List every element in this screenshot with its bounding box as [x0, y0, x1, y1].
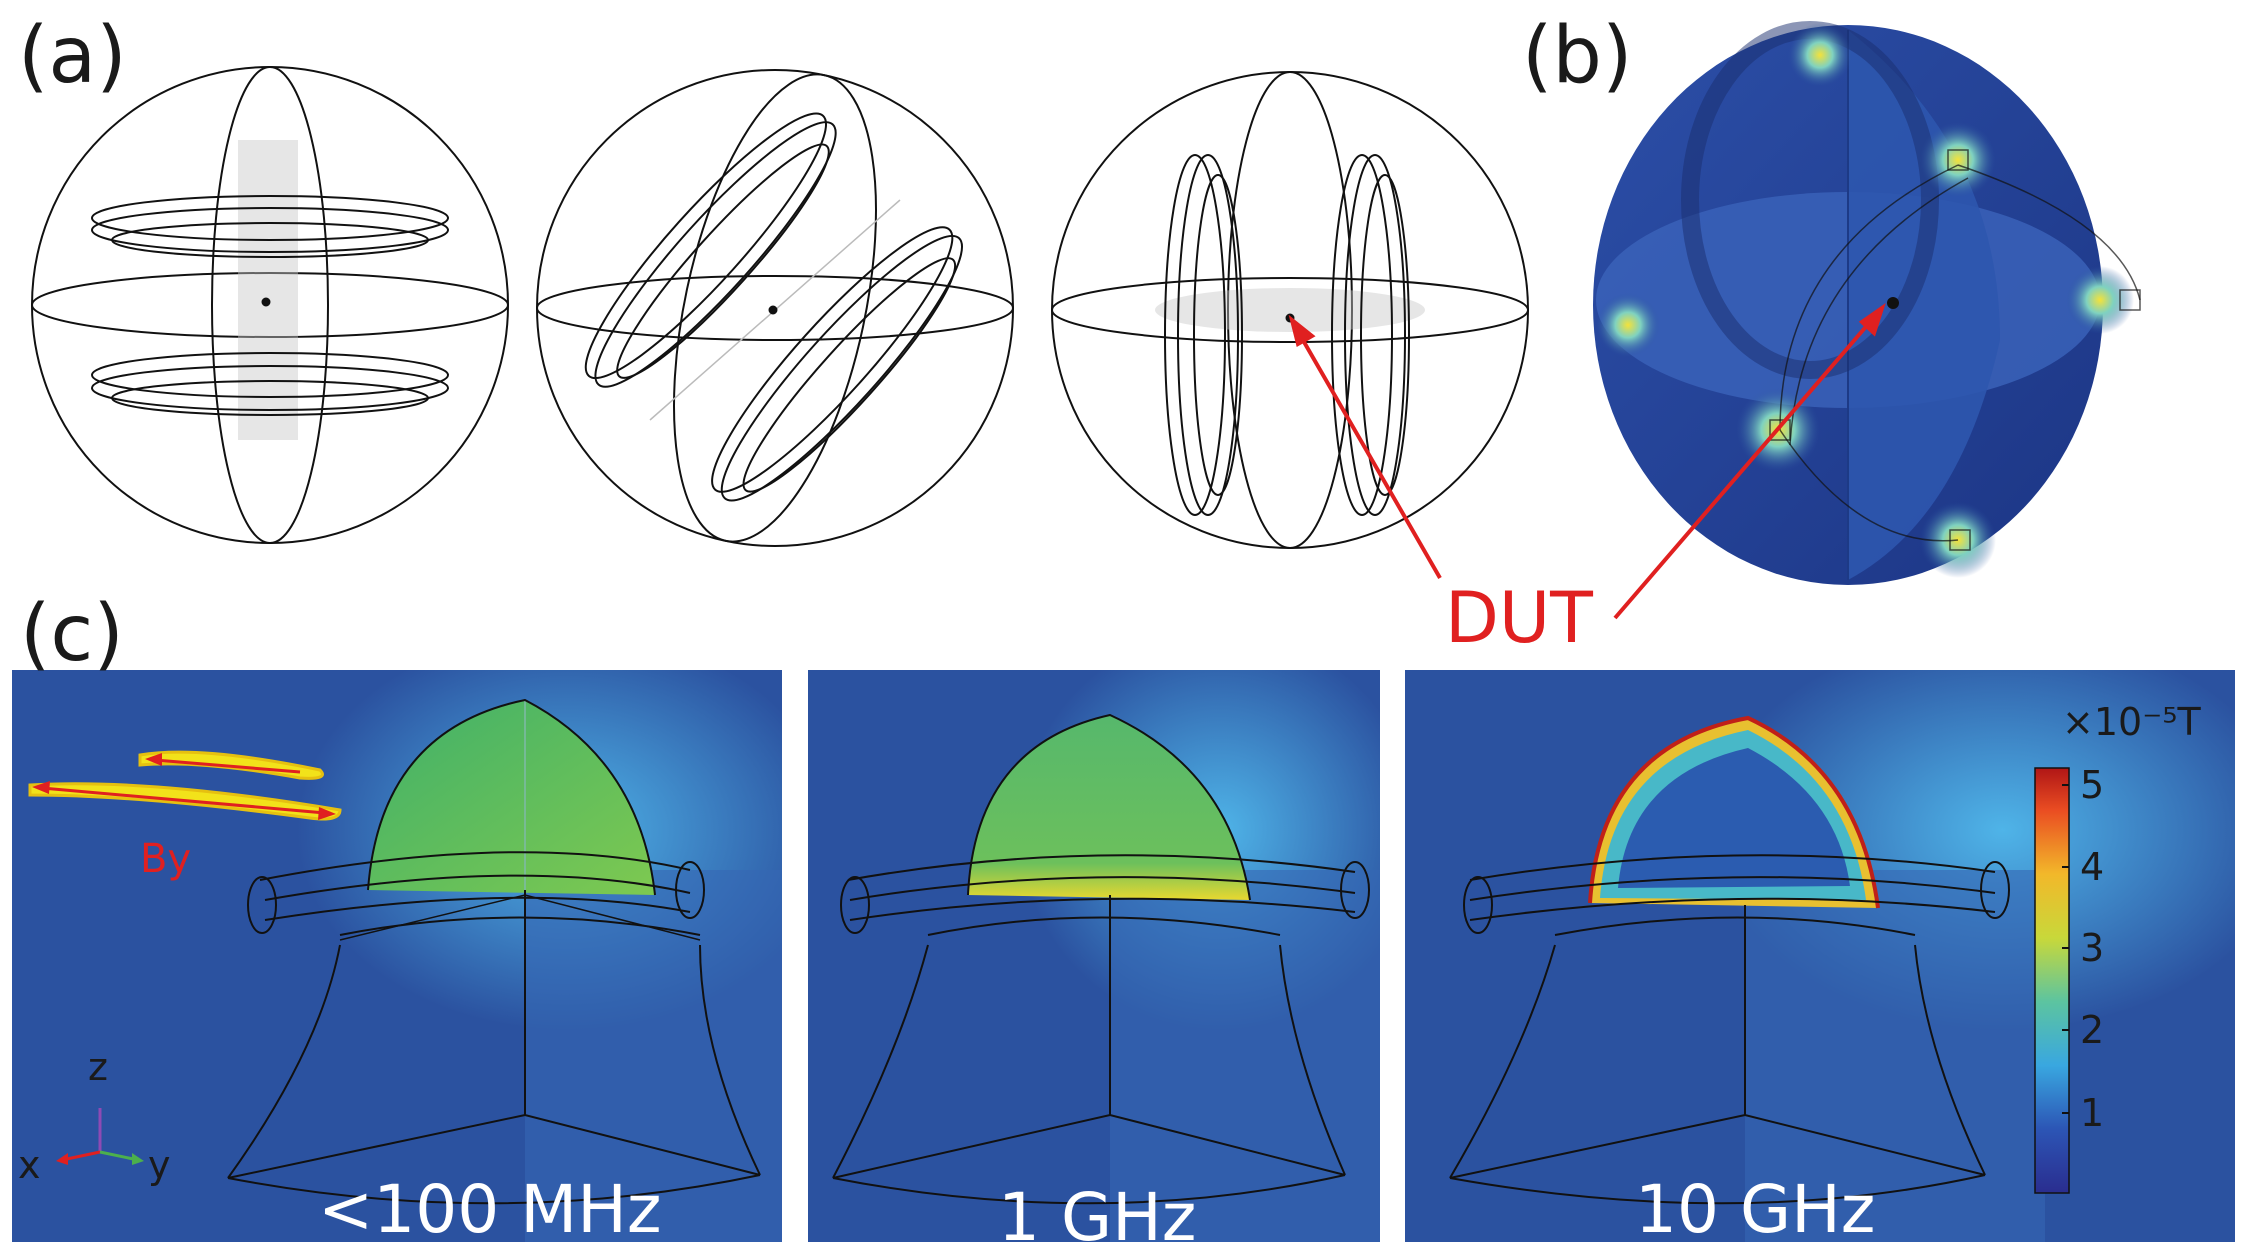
dut-label: DUT — [1445, 577, 1593, 659]
freq-label-1: <100 MHz — [318, 1171, 661, 1248]
colorbar-tick-2: 2 — [2080, 1008, 2104, 1052]
panel-a-sphere-2 — [536, 69, 1014, 547]
colorbar-tick-4: 4 — [2080, 845, 2104, 889]
axis-y-label: y — [148, 1143, 171, 1187]
colorbar-tick-1: 1 — [2080, 1091, 2104, 1135]
colorbar-tick-5: 5 — [2080, 763, 2104, 807]
axis-triad — [56, 1108, 144, 1165]
panel-a-sphere-1 — [31, 66, 509, 544]
colorbar-tick-3: 3 — [2080, 926, 2104, 970]
panel-c-plot-2 — [808, 670, 1380, 1242]
panel-label-b: (b) — [1522, 11, 1632, 101]
panel-label-a: (a) — [18, 11, 127, 101]
panel-label-c: (c) — [20, 589, 124, 679]
axis-z-label: z — [88, 1045, 108, 1089]
axis-x-label: x — [18, 1143, 41, 1187]
freq-label-3: 10 GHz — [1635, 1171, 1875, 1248]
colorbar — [2034, 767, 2070, 1194]
by-label: By — [140, 836, 191, 882]
panel-a-sphere-3 — [1051, 71, 1529, 549]
colorbar-unit: ×10⁻⁵T — [2062, 700, 2201, 744]
colorbar-tick-marks — [2062, 784, 2069, 1114]
panel-c-plot-3 — [1405, 670, 2235, 1242]
panel-c-plot-1 — [12, 670, 782, 1242]
panel-b-field-sphere — [1593, 21, 2141, 585]
dut-arrows — [1288, 302, 1886, 620]
freq-label-2: 1 GHz — [998, 1179, 1196, 1256]
by-field-arrows — [28, 750, 342, 821]
